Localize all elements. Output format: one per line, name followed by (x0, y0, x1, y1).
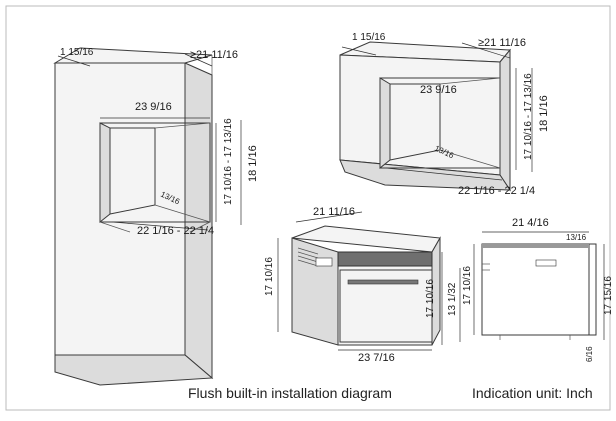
oven-depth-label: 21 11/16 (313, 206, 355, 218)
base-depth-label: 1 15/16 (352, 32, 386, 43)
oven-side-view: 21 4/16 13/16 17 10/16 17 15/16 6/16 (462, 217, 614, 362)
oven-door-height-label: 13 1/32 (447, 282, 458, 316)
tall-overall-height-label: 18 1/16 (247, 145, 259, 182)
tall-opening-width-label: 23 9/16 (135, 101, 172, 113)
side-depth-label: 21 4/16 (512, 217, 549, 229)
unit-caption: Indication unit: Inch (472, 385, 593, 401)
tall-opening-height-label: 17 10/16 - 17 13/16 (223, 118, 234, 205)
oven-width-label: 23 7/16 (358, 352, 395, 364)
side-height-label: 17 10/16 (462, 266, 473, 305)
base-overall-height-label: 18 1/16 (538, 95, 550, 132)
tall-cabinet: 1 15/16 ≥21 11/16 23 9/16 17 10/16 - 17 … (53, 47, 259, 386)
base-cabinet: 1 15/16 ≥21 11/16 23 9/16 17 10/16 - 17 … (339, 32, 550, 197)
tall-depth-label: 1 15/16 (60, 47, 94, 58)
diagram-caption: Flush built-in installation diagram (188, 385, 392, 401)
tall-opening-depth-label: 22 1/16 - 22 1/4 (137, 225, 214, 237)
tall-width-label: ≥21 11/16 (190, 49, 238, 61)
side-overhang-label: 13/16 (566, 233, 587, 242)
oven-front-height-label: 17 10/16 (425, 279, 436, 318)
side-foot-label: 6/16 (585, 346, 594, 362)
side-full-height-label: 17 15/16 (603, 276, 614, 315)
base-width-label: ≥21 11/16 (478, 37, 526, 49)
base-opening-width-label: 23 9/16 (420, 84, 457, 96)
base-opening-depth-label: 22 1/16 - 22 1/4 (458, 185, 535, 197)
oven-height-label: 17 10/16 (264, 257, 275, 296)
oven-isometric: 21 11/16 17 10/16 17 10/16 13 1/32 23 7/… (264, 206, 461, 364)
base-opening-height-label: 17 10/16 - 17 13/16 (523, 73, 534, 160)
